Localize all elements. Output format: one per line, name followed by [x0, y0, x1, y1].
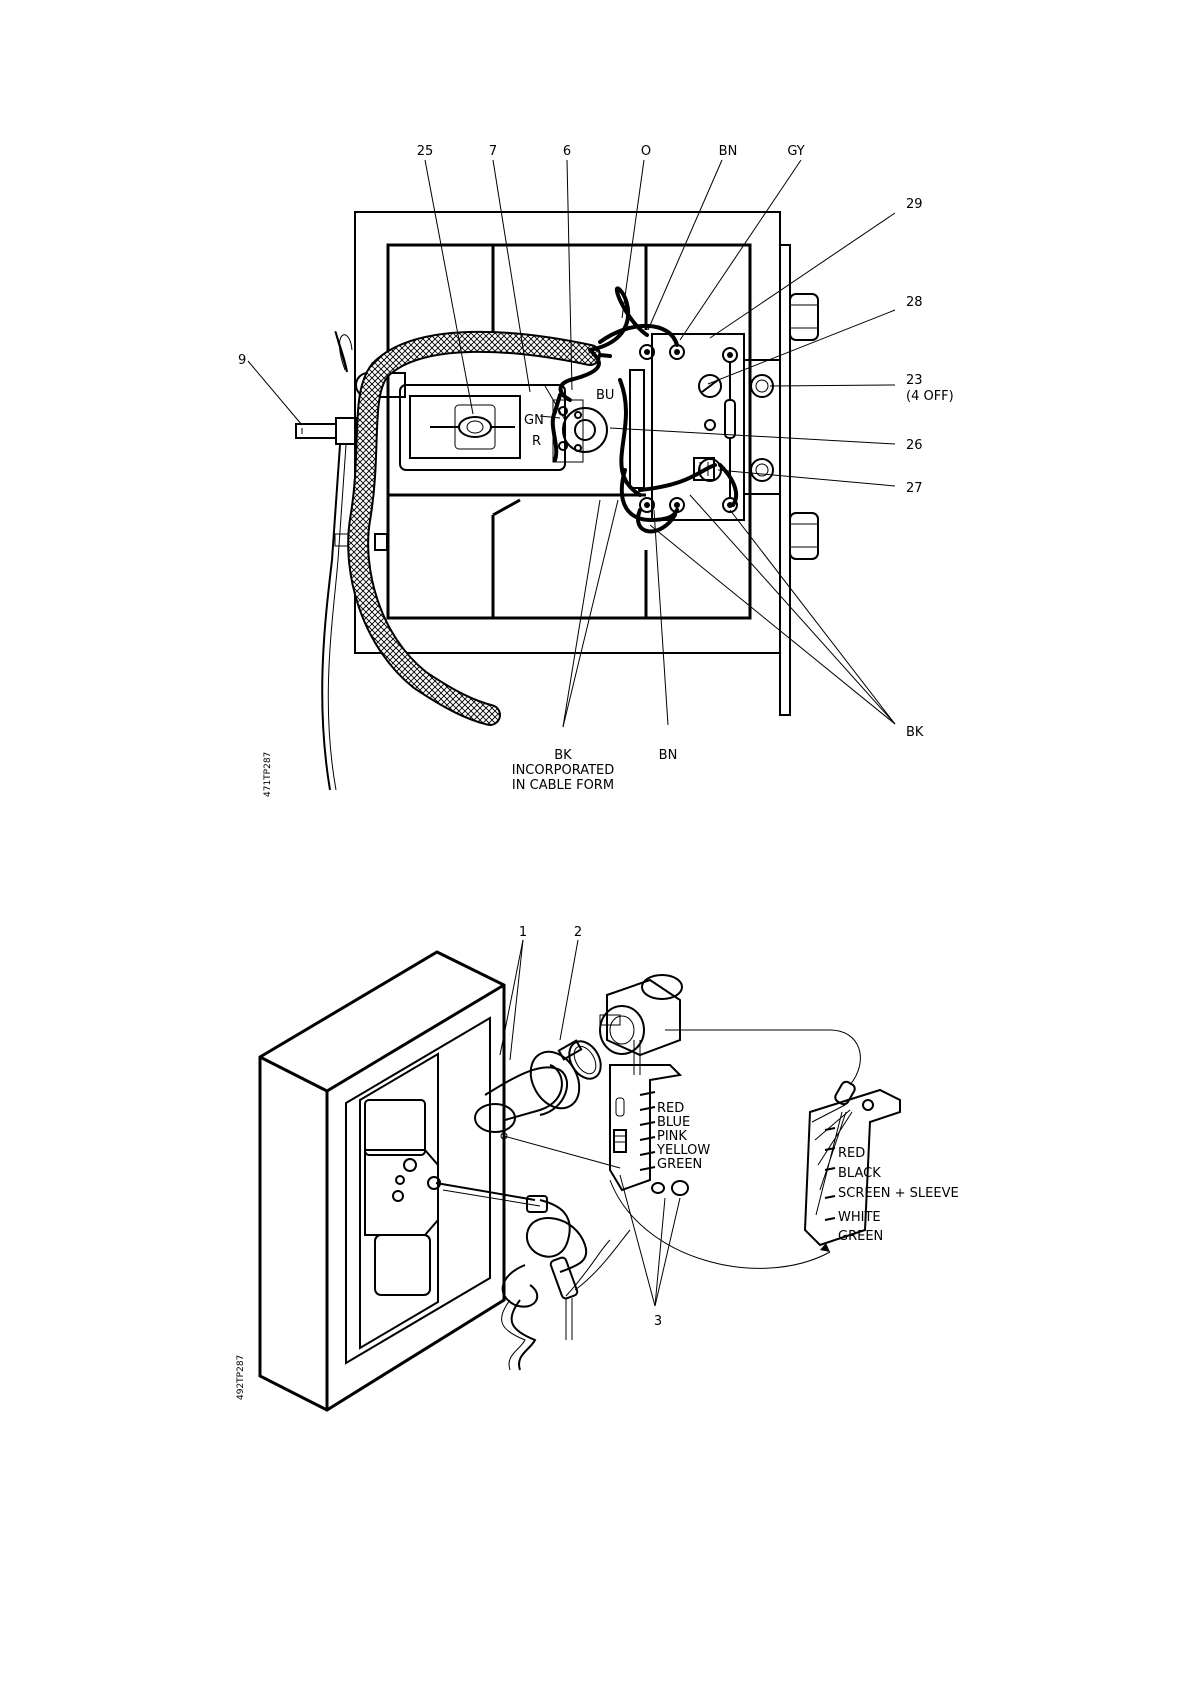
figure-ref-bottom: 492TP287: [236, 1355, 246, 1400]
block-edge: [493, 500, 520, 515]
coiled-lead: [527, 1200, 586, 1272]
grommet-icon: [751, 375, 773, 397]
callout-9: 9: [238, 353, 246, 368]
label-in-cable-form: IN CABLE FORM: [512, 778, 614, 793]
terminal-label-right-red: RED: [838, 1146, 865, 1161]
lead-sleeve: [550, 1256, 579, 1299]
callout-29: 29: [906, 197, 923, 212]
callout-7: 7: [489, 144, 497, 159]
callout-28: 28: [906, 295, 923, 310]
terminal-label-right-white: WHITE: [838, 1210, 881, 1225]
figure-ref-top: 471TP287: [263, 752, 273, 797]
label-green: GN: [524, 413, 544, 428]
label-black-bottom: BK: [554, 748, 572, 763]
callout-1: 1: [519, 925, 527, 940]
callout-23: 23: [906, 373, 923, 388]
resistor-icon: [725, 400, 735, 438]
sensor-element-icon: [459, 417, 491, 437]
label-incorporated: INCORPORATED: [512, 763, 615, 778]
housing-outline: [355, 212, 780, 653]
cable-to-bracket: [665, 1030, 860, 1085]
callout-27: 27: [906, 481, 923, 496]
mounting-flange: [780, 245, 790, 715]
callout-4-off: (4 OFF): [906, 389, 954, 404]
callout-brown: BN: [719, 144, 738, 159]
connector-socket-icon: [563, 408, 607, 452]
washer-icon: [652, 1183, 664, 1193]
terminal-label-green: GREEN: [657, 1157, 702, 1172]
screw-icon: [672, 1181, 688, 1195]
callout-black-right: BK: [906, 725, 924, 740]
callout-grey: GY: [787, 144, 804, 159]
grommet-icon: [751, 459, 773, 481]
callout-26: 26: [906, 438, 923, 453]
callout-25: 25: [417, 144, 434, 159]
assembly-arrow: [610, 1180, 830, 1268]
callout-6: 6: [563, 144, 571, 159]
callout-3: 3: [654, 1314, 662, 1329]
terminal-label-right-black: BLACK: [838, 1166, 881, 1181]
flange-bolt-icon: [790, 513, 818, 559]
terminal-label-right-screen: SCREEN + SLEEVE: [838, 1186, 959, 1201]
terminal-label-red: RED: [657, 1101, 684, 1116]
flange-bolt-icon: [790, 294, 818, 340]
connector-plug-icon: [521, 1043, 589, 1117]
bottom-figure: 1 2 3 RED BLUE PINK YELLOW GREEN RED BLA…: [236, 925, 959, 1410]
callout-2: 2: [574, 925, 582, 940]
label-blue: BU: [596, 388, 614, 403]
flexible-lead: [322, 445, 340, 790]
label-red: R: [532, 434, 541, 449]
callout-orange: O: [641, 144, 651, 159]
terminal-label-right-green: GREEN: [838, 1229, 883, 1244]
o-ring-icon: [563, 1036, 607, 1085]
terminal-label-blue: BLUE: [657, 1115, 690, 1130]
label-brown-bottom: BN: [659, 748, 678, 763]
terminal-label-yellow: YELLOW: [656, 1143, 710, 1158]
terminal-label-pink: PINK: [657, 1129, 687, 1144]
top-figure: 25 7 6 O BN GY 29 28 23 (4 OFF) 26 27 BK…: [238, 144, 954, 797]
terminal-tabs: [640, 1092, 655, 1170]
